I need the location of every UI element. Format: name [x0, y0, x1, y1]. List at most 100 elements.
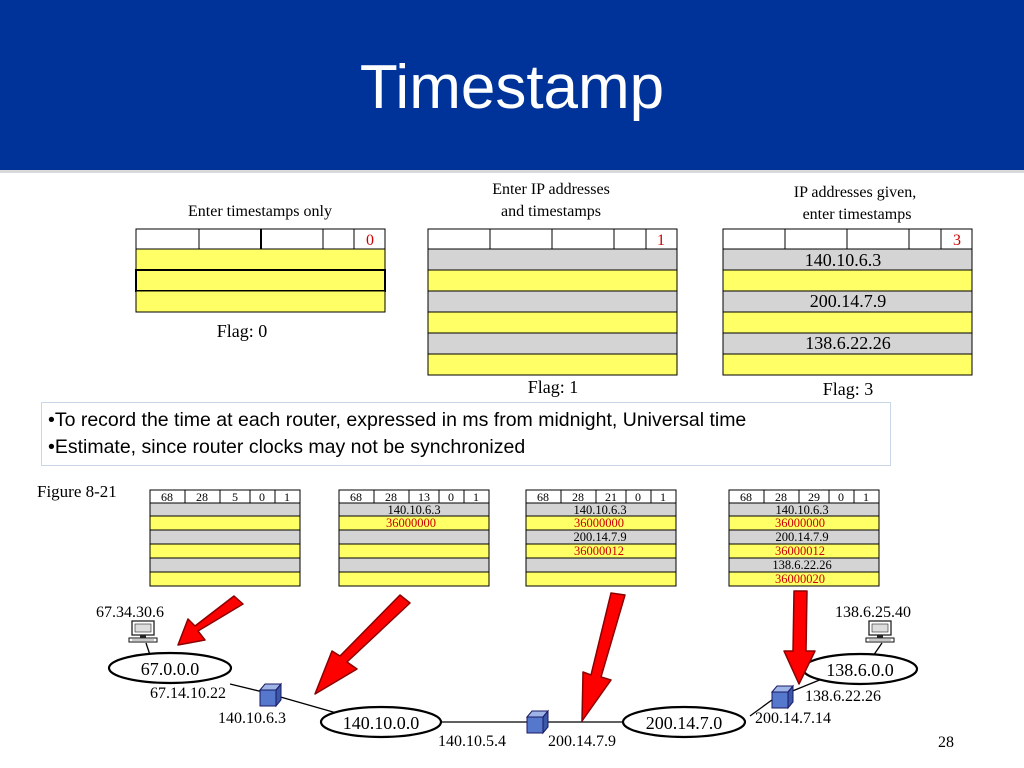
header-field: 1 — [863, 490, 869, 504]
format-header: 1 — [427, 228, 678, 250]
timestamp-field — [135, 290, 386, 313]
timestamp-field — [427, 353, 678, 376]
header-field: 28 — [572, 490, 584, 504]
bullet-item: •To record the time at each router, expr… — [48, 409, 747, 431]
arrow-to-router-3 — [783, 590, 816, 685]
timestamp-value: 36000012 — [775, 544, 825, 558]
network-clouds: 67.0.0.0 140.10.0.0 200.14.7.0 138.6.0.0 — [107, 651, 919, 739]
header-field: 0 — [259, 490, 265, 504]
timestamp-value: 36000012 — [574, 544, 624, 558]
trace-arrows — [177, 590, 816, 722]
timestamp-field — [722, 353, 973, 376]
ip-address-field — [427, 290, 678, 313]
ip-address-value: 140.10.6.3 — [573, 503, 626, 517]
arrow-to-router-2 — [581, 592, 626, 722]
destination-computer-icon — [865, 620, 895, 643]
flag-label: Flag: 1 — [528, 377, 579, 397]
format-flag-0: Enter timestamps only 0 Flag: 0 — [135, 203, 386, 341]
header-field: 13 — [418, 490, 430, 504]
ip-address-value: 200.14.7.9 — [775, 530, 828, 544]
flag-label: Flag: 0 — [217, 321, 268, 341]
title-divider — [0, 170, 1024, 173]
header-field: 28 — [385, 490, 397, 504]
timestamp-value: 36000000 — [386, 516, 436, 530]
header-field: 0 — [838, 490, 844, 504]
network-labels: 67.34.30.6 138.6.25.40 67.14.10.22 140.1… — [96, 604, 911, 750]
format-header: 0 — [135, 228, 386, 250]
timestamp-value: 36000020 — [775, 572, 825, 586]
interface-address-label: 200.14.7.14 — [755, 710, 831, 727]
interface-address-label: 138.6.22.26 — [805, 688, 881, 705]
header-field: 1 — [660, 490, 666, 504]
header-field: 0 — [635, 490, 641, 504]
slide-title: Timestamp — [359, 53, 665, 122]
header-field: 21 — [605, 490, 617, 504]
flag-value: 0 — [366, 232, 374, 249]
timestamp-field — [427, 269, 678, 292]
timestamp-value: 36000000 — [574, 516, 624, 530]
option-formats: Enter timestamps only 0 Flag: 0 Enter IP… — [135, 181, 973, 399]
timestamp-field — [722, 311, 973, 334]
header-field: 68 — [740, 490, 752, 504]
format-flag-1: Enter IP addresses and timestamps 1 Flag… — [427, 181, 678, 397]
format-header: 3 — [722, 228, 973, 250]
flag-label: Flag: 3 — [823, 379, 874, 399]
interface-address-label: 67.14.10.22 — [150, 685, 226, 702]
format-caption: Enter IP addresses — [492, 181, 610, 198]
header-field: 28 — [196, 490, 208, 504]
header-field: 0 — [448, 490, 454, 504]
arrow-to-source-network — [177, 595, 244, 646]
snapshot-router-0: 68 28 5 0 1 — [149, 489, 301, 587]
format-flag-3: IP addresses given, enter timestamps 3 1… — [722, 184, 973, 399]
page-number: 28 — [938, 734, 954, 751]
header-field: 28 — [775, 490, 787, 504]
format-caption: enter timestamps — [803, 206, 912, 223]
timestamp-field — [427, 311, 678, 334]
interface-address-label: 140.10.5.4 — [438, 733, 506, 750]
arrow-to-router-1 — [314, 594, 411, 695]
interface-address-label: 200.14.7.9 — [548, 733, 616, 750]
timestamp-field — [135, 248, 386, 271]
snapshot-router-1: 68 28 13 0 1 140.10.6.3 36000000 — [338, 489, 490, 587]
header-field: 68 — [161, 490, 173, 504]
timestamp-field — [722, 269, 973, 292]
host-address-label: 138.6.25.40 — [835, 604, 911, 621]
format-caption: and timestamps — [501, 203, 601, 220]
ip-address-value: 138.6.22.26 — [805, 333, 891, 353]
timestamp-field — [135, 269, 386, 292]
ip-address-value: 140.10.6.3 — [775, 503, 828, 517]
flag-value: 3 — [953, 232, 961, 249]
snapshot-router-3: 68 28 29 0 1 140.10.6.3 36000000 200.14.… — [728, 489, 880, 587]
network-140-10-0-0: 140.10.0.0 — [319, 705, 443, 739]
network-label: 67.0.0.0 — [141, 659, 200, 679]
header-field: 1 — [473, 490, 479, 504]
snapshot-router-2: 68 28 21 0 1 140.10.6.3 36000000 200.14.… — [525, 489, 677, 587]
header-field: 29 — [808, 490, 820, 504]
header-field: 68 — [537, 490, 549, 504]
bullet-list: •To record the time at each router, expr… — [41, 402, 891, 466]
network-138-6-0-0: 138.6.0.0 — [801, 652, 919, 686]
source-computer-icon — [128, 620, 158, 643]
network-200-14-7-0: 200.14.7.0 — [621, 705, 747, 739]
host-address-label: 67.34.30.6 — [96, 604, 164, 621]
router-2-icon — [526, 710, 549, 734]
figure-label: Figure 8-21 — [37, 482, 117, 501]
ip-address-value: 200.14.7.9 — [810, 291, 887, 311]
flag-value: 1 — [657, 232, 665, 249]
option-snapshots: 68 28 5 0 1 68 28 13 0 1 140.10.6.3 — [149, 489, 880, 587]
ip-address-value: 140.10.6.3 — [805, 250, 882, 270]
interface-address-label: 140.10.6.3 — [218, 710, 286, 727]
network-67-0-0-0: 67.0.0.0 — [107, 651, 233, 685]
timestamp-value: 36000000 — [775, 516, 825, 530]
ip-address-field — [427, 248, 678, 271]
network-label: 200.14.7.0 — [646, 713, 723, 733]
ip-address-value: 138.6.22.26 — [772, 558, 831, 572]
format-caption: IP addresses given, — [794, 184, 917, 201]
format-caption: Enter timestamps only — [188, 203, 332, 220]
network-label: 140.10.0.0 — [343, 713, 420, 733]
bullet-item: •Estimate, since router clocks may not b… — [48, 436, 526, 458]
router-1-icon — [259, 683, 282, 707]
ip-address-value: 200.14.7.9 — [573, 530, 626, 544]
network-label: 138.6.0.0 — [826, 660, 894, 680]
